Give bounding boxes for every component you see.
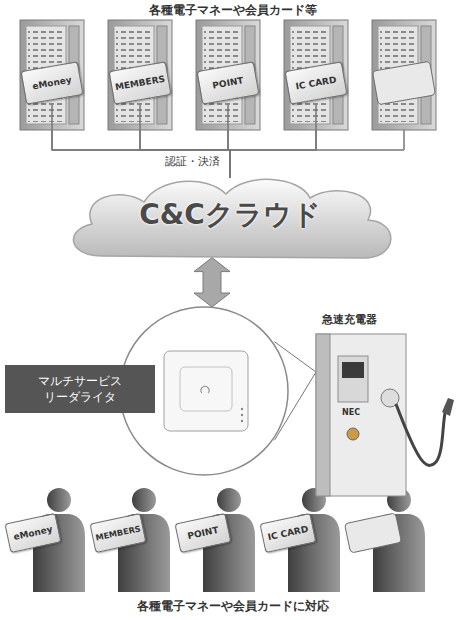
bus-drop [403,130,405,150]
reader-pad [180,367,232,411]
reader-icon [201,386,209,393]
node-text: MEMBERS [94,523,141,542]
person-head [217,488,241,512]
label-band: マルチサービス リーダライタ [5,365,155,413]
reader-led [241,414,243,416]
reader-face [164,351,248,431]
person-head [47,488,71,512]
bus-connector [140,105,230,178]
reader-circle: マルチサービス リーダライタ [118,305,290,477]
people-silhouettes [33,488,425,592]
title: 各種電子マネーや会員カード等 [0,2,466,19]
charger-panel [338,356,368,402]
node-text: IC CARD [295,75,337,92]
reader-led [241,420,243,422]
double-arrow [194,258,230,307]
charger-cable [396,404,446,465]
node-text: IC CARD [267,524,309,542]
charger-nozzle [442,398,454,416]
charger-side [316,334,330,496]
node-text: POINT [212,75,245,90]
charger-body [316,334,406,496]
node-text: POINT [187,525,220,541]
blank-card [372,61,435,105]
edge-label: 認証・決済 [163,154,222,169]
charger-node: NEC 急速充電器 [308,312,460,502]
node-text: eMoney [13,524,54,542]
node-text: C&Cクラウド [60,196,400,234]
node-heading: 急速充電器 [322,312,377,327]
node-text: eMoney [32,75,73,92]
charger-art [308,312,460,502]
reader-led [241,408,243,410]
person-head [132,488,156,512]
bus-connector [52,105,230,178]
blank-card [344,513,401,553]
server-rack [372,20,436,130]
node-text: MEMBERS [114,74,165,93]
cloud-shape: C&Cクラウド [60,172,400,264]
bus-connector [230,105,316,178]
charger-button [347,428,359,440]
caption: 各種電子マネーや会員カードに対応 [0,598,466,615]
charger-screen [342,362,364,378]
brand-mark: NEC [342,408,360,417]
node-text: マルチサービス リーダライタ [11,373,149,405]
